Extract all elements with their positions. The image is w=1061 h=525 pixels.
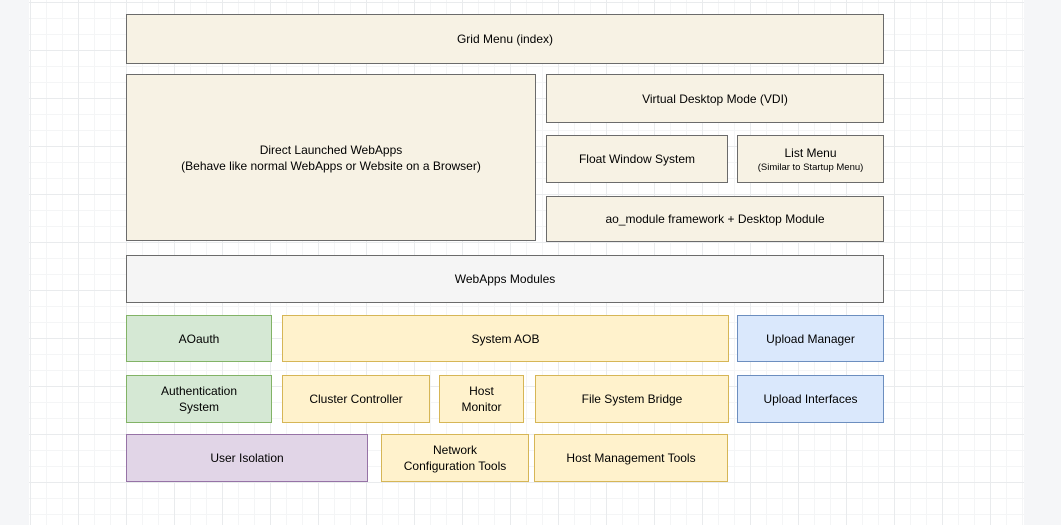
node-upload-interfaces-label: Upload Interfaces [763,391,857,407]
node-grid-menu: Grid Menu (index) [126,14,884,64]
node-host-management-tools: Host Management Tools [534,434,728,482]
node-float-window-system-label: Float Window System [579,151,695,167]
node-network-configuration-tools: Network Configuration Tools [381,434,529,482]
node-aoauth-label: AOauth [179,331,220,347]
node-ao-module-framework: ao_module framework + Desktop Module [546,196,884,242]
node-webapps-modules-label: WebApps Modules [455,271,556,287]
canvas-right-gutter [1024,0,1061,525]
node-user-isolation-label: User Isolation [210,450,283,466]
node-direct-launched-webapps-label: Direct Launched WebApps (Behave like nor… [181,142,481,174]
node-file-system-bridge: File System Bridge [535,375,729,423]
node-aoauth: AOauth [126,315,272,362]
node-authentication-system: Authentication System [126,375,272,423]
node-host-management-tools-label: Host Management Tools [566,450,695,466]
node-webapps-modules: WebApps Modules [126,255,884,303]
node-grid-menu-label: Grid Menu (index) [457,31,553,47]
node-virtual-desktop-mode: Virtual Desktop Mode (VDI) [546,74,884,123]
node-file-system-bridge-label: File System Bridge [582,391,683,407]
node-upload-interfaces: Upload Interfaces [737,375,884,423]
node-list-menu: List Menu (Similar to Startup Menu) [737,135,884,183]
node-cluster-controller: Cluster Controller [282,375,430,423]
canvas-left-gutter [0,0,29,525]
node-user-isolation: User Isolation [126,434,368,482]
node-float-window-system: Float Window System [546,135,728,183]
node-system-aob-label: System AOB [471,331,539,347]
node-ao-module-framework-label: ao_module framework + Desktop Module [605,211,824,227]
node-authentication-system-label: Authentication System [161,383,237,415]
node-cluster-controller-label: Cluster Controller [309,391,402,407]
node-host-monitor: Host Monitor [439,375,524,423]
node-virtual-desktop-mode-label: Virtual Desktop Mode (VDI) [642,91,788,107]
node-host-monitor-label: Host Monitor [461,383,501,415]
node-system-aob: System AOB [282,315,729,362]
node-direct-launched-webapps: Direct Launched WebApps (Behave like nor… [126,74,536,241]
node-upload-manager: Upload Manager [737,315,884,362]
node-network-configuration-tools-label: Network Configuration Tools [404,442,507,474]
node-list-menu-title: List Menu [784,145,836,161]
node-list-menu-subtitle: (Similar to Startup Menu) [758,161,864,174]
node-upload-manager-label: Upload Manager [766,331,855,347]
